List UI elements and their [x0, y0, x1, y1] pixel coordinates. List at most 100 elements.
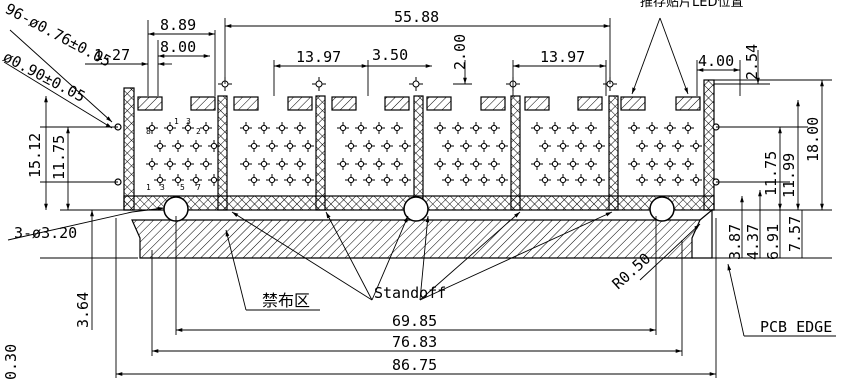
dim-3-64: 3.64	[74, 292, 92, 328]
dim-11-75-left: 11.75	[50, 135, 68, 180]
pin-hole	[434, 122, 446, 134]
pin-hole	[470, 158, 482, 170]
dim-13-97-b: 13.97	[540, 48, 585, 66]
pin-hole	[593, 174, 605, 186]
pin-hole	[154, 140, 166, 152]
pin-hole	[442, 140, 454, 152]
pin-hole	[355, 158, 367, 170]
pin-hole	[654, 174, 666, 186]
pin-hole	[190, 140, 202, 152]
dim-4-00: 4.00	[698, 52, 734, 70]
pin-hole	[549, 122, 561, 134]
pin-hole	[585, 122, 597, 134]
pin-hole	[276, 122, 288, 134]
pin-hole	[146, 122, 158, 134]
hole-callout-090: ø0.90±0.05	[0, 48, 88, 106]
pin-number-8: 8	[146, 127, 151, 136]
pin-hole	[190, 174, 202, 186]
led-position-label: 推存贴片LED位置	[640, 0, 743, 10]
pin-hole	[636, 140, 648, 152]
pin-hole	[672, 140, 684, 152]
pin-hole	[593, 140, 605, 152]
pin-hole	[690, 140, 702, 152]
pin-hole	[682, 158, 694, 170]
pin-hole	[240, 122, 252, 134]
pin-hole	[182, 158, 194, 170]
pin-hole	[373, 158, 385, 170]
dim-15-12-left: 15.12	[26, 133, 44, 178]
pin-hole	[381, 174, 393, 186]
pin-hole	[363, 174, 375, 186]
pin-hole	[248, 174, 260, 186]
pin-hole	[200, 158, 212, 170]
pin-number-b7: 7	[196, 183, 201, 192]
pin-hole	[200, 122, 212, 134]
pin-hole	[248, 140, 260, 152]
pin-hole-grid	[146, 122, 702, 186]
pin-hole	[373, 122, 385, 134]
pin-hole	[460, 174, 472, 186]
pin-hole	[531, 122, 543, 134]
pin-hole	[488, 122, 500, 134]
mounting-holes	[163, 196, 675, 222]
pin-hole	[345, 140, 357, 152]
dim-76-83: 76.83	[392, 333, 437, 351]
pin-hole	[240, 158, 252, 170]
dimension-lines	[3, 17, 836, 378]
led-pads	[137, 96, 701, 111]
pin-hole	[434, 158, 446, 170]
pin-hole	[266, 140, 278, 152]
pin-hole	[557, 140, 569, 152]
dim-7-57: 7.57	[786, 216, 804, 252]
dim-0-30: 0.30	[2, 344, 20, 380]
pin-hole	[276, 158, 288, 170]
pin-hole	[258, 158, 270, 170]
pin-hole	[391, 122, 403, 134]
pin-hole	[478, 140, 490, 152]
pin-hole	[636, 174, 648, 186]
pin-hole	[154, 174, 166, 186]
pin-hole	[266, 174, 278, 186]
pin-hole	[628, 122, 640, 134]
pin-hole	[452, 122, 464, 134]
pin-number-b5: 5	[180, 183, 185, 192]
pin-hole	[470, 122, 482, 134]
pin-hole	[258, 122, 270, 134]
pin-hole	[654, 140, 666, 152]
pin-hole	[539, 140, 551, 152]
pin-hole	[363, 140, 375, 152]
pin-hole	[294, 158, 306, 170]
pin-hole	[539, 174, 551, 186]
pin-hole	[182, 122, 194, 134]
pin-hole	[284, 140, 296, 152]
dim-86-75: 86.75	[392, 356, 437, 374]
pin-hole	[172, 140, 184, 152]
pin-hole	[646, 122, 658, 134]
pin-hole	[399, 140, 411, 152]
dim-8-00: 8.00	[160, 38, 196, 56]
pin-hole	[682, 122, 694, 134]
pin-hole	[531, 158, 543, 170]
pin-hole	[146, 158, 158, 170]
pin-hole	[284, 174, 296, 186]
pcb-board	[40, 208, 832, 259]
pin-hole	[208, 174, 220, 186]
pin-number-1: 1	[174, 117, 179, 126]
crosshair-marker	[312, 77, 326, 91]
dim-11-75-right: 11.75	[762, 151, 780, 196]
pin-hole	[381, 140, 393, 152]
pin-hole	[585, 158, 597, 170]
pin-hole	[549, 158, 561, 170]
dim-13-97-a: 13.97	[296, 48, 341, 66]
dim-2-54: 2.54	[743, 44, 761, 80]
pin-hole	[567, 158, 579, 170]
crosshair-markers	[218, 77, 617, 91]
pin-hole	[664, 122, 676, 134]
dim-8-89: 8.89	[160, 16, 196, 34]
pin-number-b1: 1	[146, 183, 151, 192]
pin-hole	[452, 158, 464, 170]
standoff-label: Standoff	[374, 284, 446, 302]
pin-hole	[442, 174, 454, 186]
pin-hole	[664, 158, 676, 170]
dim-69-85: 69.85	[392, 312, 437, 330]
